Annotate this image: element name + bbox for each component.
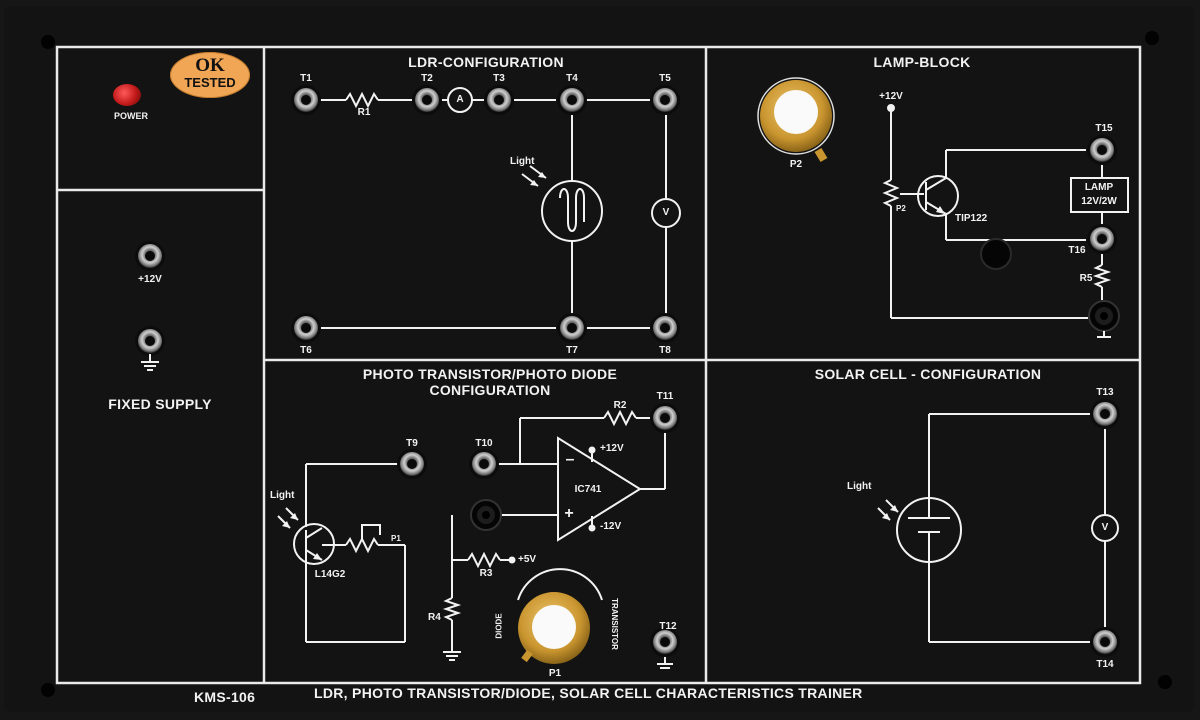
lamp-pot-label: P2 <box>789 159 803 170</box>
ldr-terminal-t4: T4 <box>566 73 578 84</box>
pot-p1-knob[interactable] <box>518 592 590 664</box>
lamp-rating-line1: LAMP <box>1084 182 1114 193</box>
photo-r2-label: R2 <box>613 400 627 411</box>
ldr-ammeter-label: A <box>456 94 464 105</box>
photo-title-line2: CONFIGURATION <box>429 382 551 398</box>
photo-r3-label: R3 <box>479 568 493 579</box>
fixed-12v-label: +12V <box>138 274 162 285</box>
photo-vneg-label: -12V <box>600 521 622 532</box>
lamp-vcc-label: +12V <box>879 91 903 102</box>
section-frame <box>55 45 1142 685</box>
solar-voltmeter-label: V <box>1101 522 1109 533</box>
solar-terminal-t14: T14 <box>1096 659 1114 670</box>
mounting-holes <box>41 31 1172 697</box>
photo-5v-label: +5V <box>518 554 537 565</box>
photo-light-label: Light <box>270 490 295 501</box>
mounting-hole <box>980 238 1012 270</box>
ok-tested-badge: OK TESTED <box>170 52 250 98</box>
solar-title: SOLAR CELL - CONFIGURATION <box>814 366 1042 382</box>
lamp-circuit <box>882 104 1129 319</box>
photo-p1-small-label: P1 <box>391 534 401 543</box>
lamp-rating-line2: 12V/2W <box>1081 196 1117 207</box>
ldr-r1-label: R1 <box>357 107 371 118</box>
solar-light-label: Light <box>847 481 872 492</box>
opamp-ic-label: IC741 <box>574 484 602 495</box>
opamp-noninverting-sign: + <box>564 505 574 522</box>
photo-title-line1: PHOTO TRANSISTOR/PHOTO DIODE <box>362 366 618 382</box>
ldr-terminal-t8: T8 <box>659 345 671 356</box>
power-label: POWER <box>113 111 149 121</box>
ldr-voltmeter-label: V <box>662 207 670 218</box>
pot-p2-knob[interactable] <box>757 77 835 163</box>
ldr-terminal-t3: T3 <box>493 73 505 84</box>
photo-terminal-t12: T12 <box>659 621 677 632</box>
lamp-block-title: LAMP-BLOCK <box>873 54 971 70</box>
lamp-r5-label: R5 <box>1079 273 1093 284</box>
ldr-terminal-t2: T2 <box>421 73 433 84</box>
photo-terminal-t11: T11 <box>656 391 674 402</box>
photo-p1-label: P1 <box>548 668 562 679</box>
photo-circuit <box>277 409 673 669</box>
lamp-terminal-t16: T16 <box>1068 245 1086 256</box>
power-led <box>113 84 141 106</box>
ldr-circuit <box>320 87 681 329</box>
photo-terminal-t10: T10 <box>475 438 493 449</box>
ldr-light-label: Light <box>510 156 535 167</box>
switch-diode-label: DIODE <box>494 613 504 639</box>
photo-terminal-t9: T9 <box>406 438 418 449</box>
ldr-title: LDR-CONFIGURATION <box>408 54 564 70</box>
ldr-terminal-t6: T6 <box>300 345 312 356</box>
lamp-transistor-label: TIP122 <box>955 213 988 224</box>
photo-device-label: L14G2 <box>314 569 346 580</box>
switch-transistor-label: TRANSISTOR <box>609 598 619 650</box>
ldr-terminal-t1: T1 <box>300 73 312 84</box>
lamp-terminal-t15: T15 <box>1095 123 1113 134</box>
fixed-supply-title: FIXED SUPPLY <box>108 396 212 412</box>
ldr-terminal-t5: T5 <box>659 73 671 84</box>
solar-terminal-t13: T13 <box>1096 387 1114 398</box>
ldr-terminal-t7: T7 <box>566 345 578 356</box>
photo-r4-label: R4 <box>428 612 441 623</box>
badge-tested-text: TESTED <box>184 75 236 90</box>
badge-ok-text: OK <box>195 55 225 76</box>
lamp-p2-small-label: P2 <box>896 204 906 213</box>
trainer-title: LDR, PHOTO TRANSISTOR/DIODE, SOLAR CELL … <box>314 685 863 701</box>
solar-circuit <box>877 413 1119 643</box>
model-number: KMS-106 <box>194 689 256 705</box>
opamp-inverting-sign: – <box>565 451 575 468</box>
photo-vpos-label: +12V <box>600 443 624 454</box>
